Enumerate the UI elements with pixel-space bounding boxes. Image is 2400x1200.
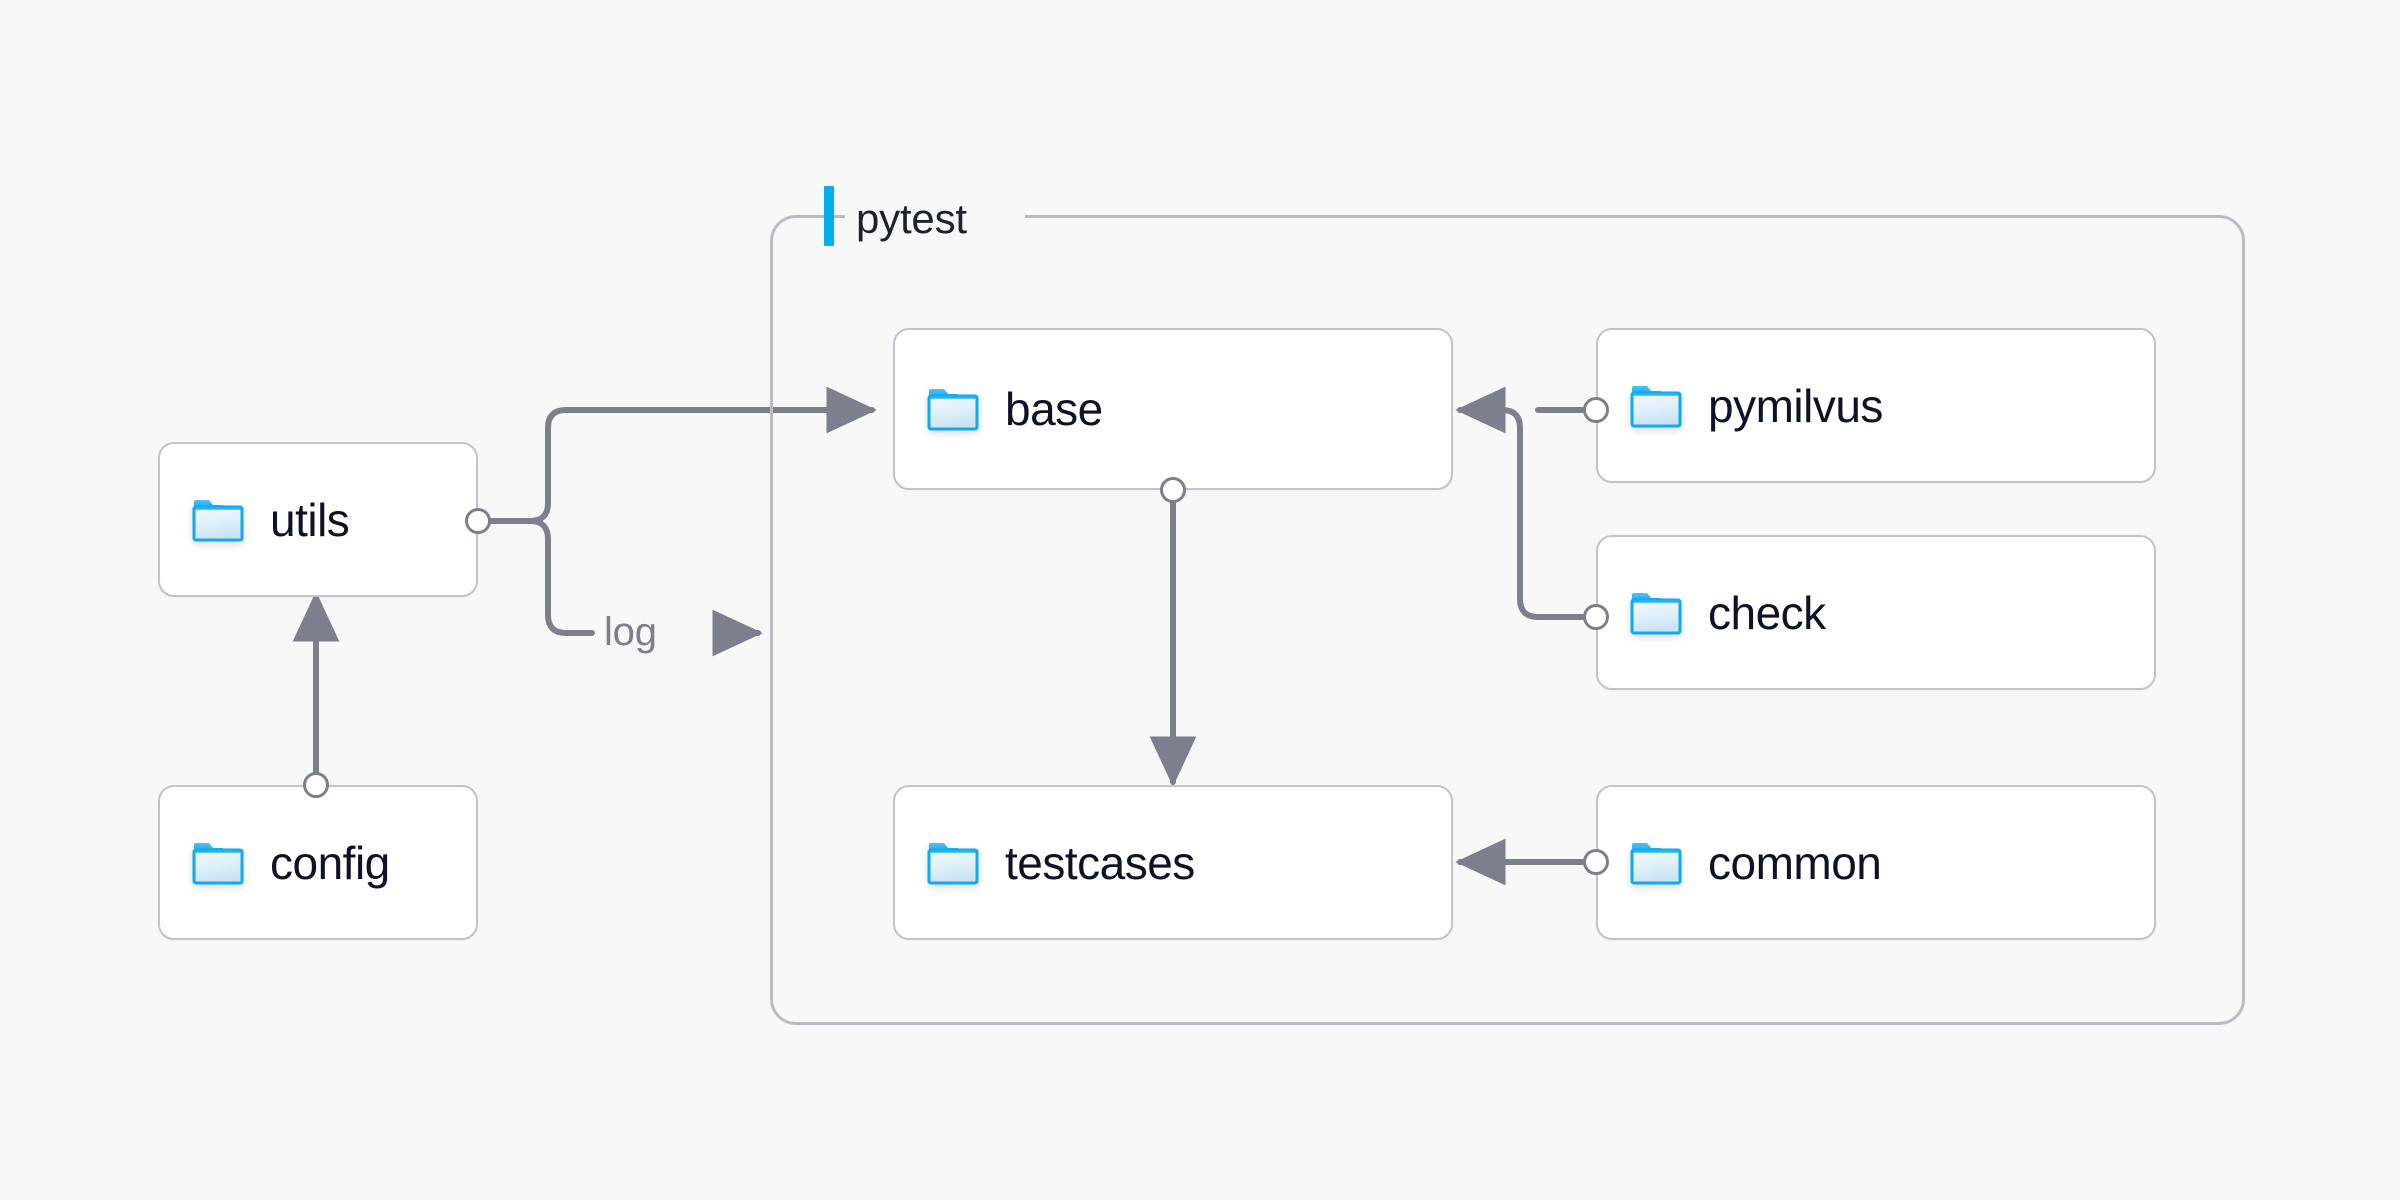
- edge-utils-log: [527, 518, 595, 636]
- folder-icon: [192, 498, 244, 542]
- group-pytest: [770, 215, 2245, 1025]
- port-utils-right[interactable]: [465, 508, 491, 534]
- folder-icon: [1630, 384, 1682, 428]
- node-config-label: config: [270, 836, 390, 889]
- node-utils-content: utils: [160, 493, 350, 546]
- folder-icon: [927, 841, 979, 885]
- node-pymilvus[interactable]: pymilvus: [1596, 328, 2156, 483]
- node-testcases[interactable]: testcases: [893, 785, 1453, 940]
- node-common-label: common: [1708, 836, 1882, 889]
- edge-label-log: log: [604, 610, 657, 654]
- node-testcases-content: testcases: [895, 840, 1195, 886]
- node-config-content: config: [160, 840, 390, 886]
- node-check[interactable]: check: [1596, 535, 2156, 690]
- node-base[interactable]: base: [893, 328, 1453, 490]
- node-config[interactable]: config: [158, 785, 478, 940]
- port-config-top[interactable]: [303, 772, 329, 798]
- port-check-left[interactable]: [1583, 604, 1609, 630]
- port-pymilvus-left[interactable]: [1583, 397, 1609, 423]
- folder-icon: [927, 387, 979, 431]
- node-base-label: base: [1005, 383, 1103, 435]
- group-accent-bar: [824, 186, 834, 246]
- folder-icon: [192, 841, 244, 885]
- node-common[interactable]: common: [1596, 785, 2156, 940]
- port-base-bottom[interactable]: [1160, 477, 1186, 503]
- node-pymilvus-content: pymilvus: [1598, 383, 1883, 429]
- node-pymilvus-label: pymilvus: [1708, 379, 1883, 432]
- group-label: pytest: [848, 198, 977, 240]
- node-check-label: check: [1708, 586, 1826, 639]
- port-common-left[interactable]: [1583, 849, 1609, 875]
- node-base-content: base: [895, 386, 1103, 432]
- node-testcases-label: testcases: [1005, 836, 1195, 889]
- node-utils[interactable]: utils: [158, 442, 478, 597]
- node-utils-label: utils: [270, 493, 350, 546]
- folder-icon: [1630, 591, 1682, 635]
- folder-icon: [1630, 841, 1682, 885]
- node-check-content: check: [1598, 590, 1826, 636]
- node-common-content: common: [1598, 836, 1882, 889]
